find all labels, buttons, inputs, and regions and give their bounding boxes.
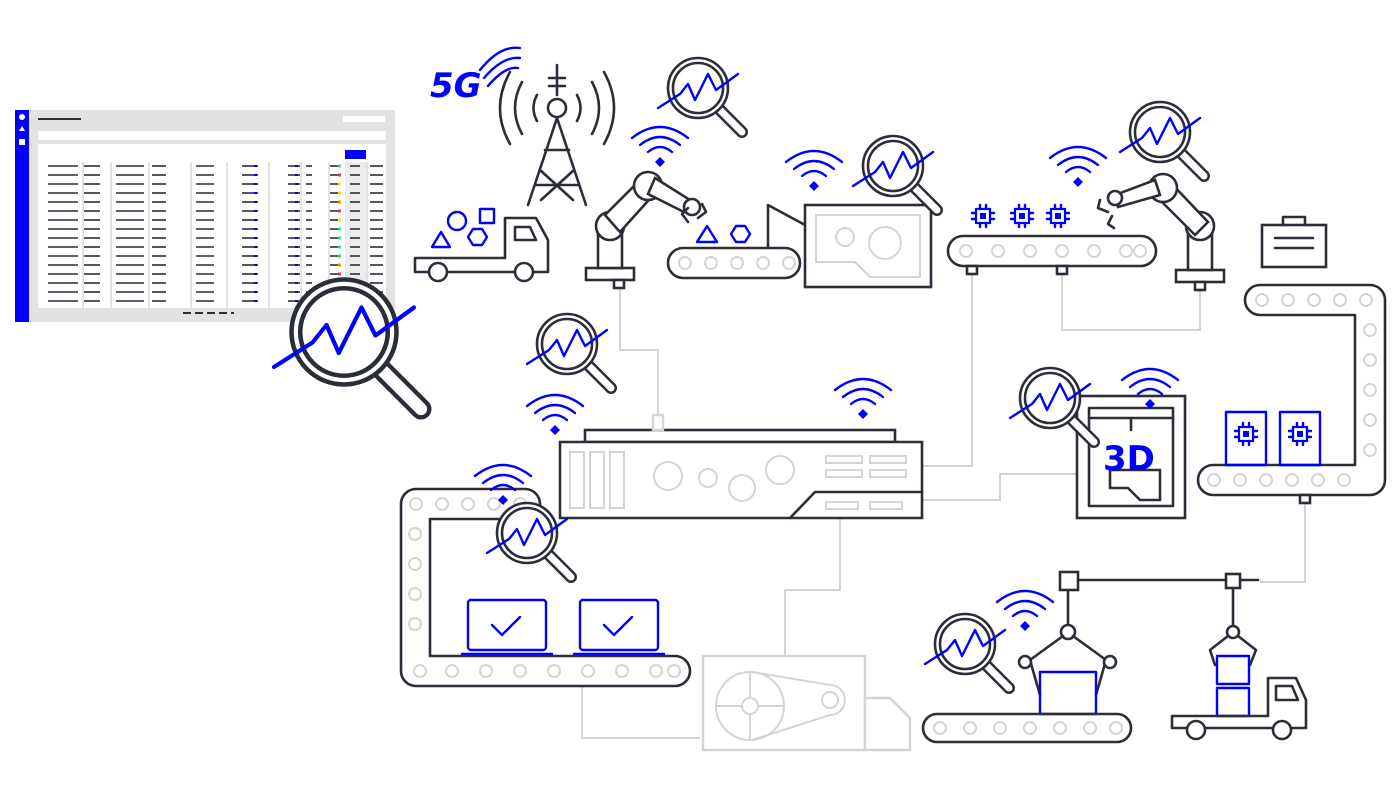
roller bbox=[409, 497, 423, 511]
central-control-server bbox=[558, 413, 924, 520]
magnifier-icon bbox=[658, 58, 742, 132]
roller bbox=[1119, 244, 1133, 258]
roller bbox=[1363, 413, 1377, 427]
magnifier-icon bbox=[925, 614, 1009, 688]
roller bbox=[1363, 353, 1377, 367]
magnifier-icon bbox=[1120, 102, 1204, 176]
supply-truck bbox=[413, 207, 550, 283]
roller bbox=[704, 256, 718, 270]
laptop bbox=[572, 598, 666, 656]
roller bbox=[730, 256, 744, 270]
status-dot bbox=[338, 227, 341, 231]
roller bbox=[1233, 473, 1247, 487]
roller bbox=[408, 617, 422, 631]
5g-label: 5G bbox=[430, 66, 482, 106]
roller bbox=[1109, 721, 1123, 735]
output-conveyor bbox=[921, 712, 1133, 744]
magnifier-icon bbox=[527, 314, 611, 388]
wifi-icon bbox=[833, 377, 893, 421]
roller bbox=[479, 664, 493, 678]
roller bbox=[408, 557, 422, 571]
5g-tower: 5G bbox=[430, 46, 616, 207]
roller bbox=[963, 721, 977, 735]
robot-arm bbox=[1096, 172, 1226, 292]
network-connectors bbox=[581, 268, 1306, 739]
roller bbox=[1023, 244, 1037, 258]
roller bbox=[1083, 721, 1097, 735]
chip-conveyor bbox=[946, 203, 1158, 276]
roller bbox=[435, 497, 449, 511]
laptop-conveyor bbox=[399, 487, 692, 688]
roller bbox=[408, 527, 422, 541]
roller bbox=[413, 664, 427, 678]
status-dot bbox=[338, 236, 341, 240]
processing-machine bbox=[766, 203, 933, 289]
roller bbox=[649, 664, 663, 678]
roller bbox=[993, 721, 1007, 735]
wifi-icon bbox=[630, 125, 690, 169]
roller bbox=[1337, 473, 1351, 487]
roller bbox=[1281, 293, 1295, 307]
wifi-icon bbox=[995, 589, 1055, 633]
status-dot bbox=[338, 173, 341, 177]
roller bbox=[513, 664, 527, 678]
roller bbox=[1363, 443, 1377, 457]
gantry-crane bbox=[1017, 570, 1260, 718]
magnifier-icon bbox=[853, 136, 937, 210]
status-dot bbox=[338, 209, 341, 213]
roller bbox=[487, 497, 501, 511]
roller bbox=[1359, 293, 1373, 307]
status-dot bbox=[338, 272, 341, 276]
status-dot bbox=[338, 200, 341, 204]
analytics-magnifiers bbox=[274, 58, 1204, 688]
roller bbox=[1363, 323, 1377, 337]
roller bbox=[1053, 721, 1067, 735]
status-dot bbox=[338, 254, 341, 258]
roller bbox=[461, 497, 475, 511]
status-dot bbox=[338, 191, 341, 195]
status-dot bbox=[338, 245, 341, 249]
roller bbox=[1363, 383, 1377, 397]
roller bbox=[1285, 473, 1299, 487]
roller bbox=[1023, 721, 1037, 735]
roller bbox=[756, 256, 770, 270]
robot-arm bbox=[584, 170, 708, 290]
roller bbox=[547, 664, 561, 678]
roller bbox=[1259, 473, 1273, 487]
status-dot bbox=[338, 218, 341, 222]
roller bbox=[1307, 293, 1321, 307]
packaging-conveyor bbox=[1196, 215, 1387, 505]
wifi-icon bbox=[784, 149, 844, 193]
status-dot bbox=[338, 182, 341, 186]
delivery-truck bbox=[1170, 676, 1308, 741]
motor-unit bbox=[701, 654, 912, 752]
roller bbox=[959, 244, 973, 258]
roller bbox=[408, 587, 422, 601]
roller bbox=[1087, 244, 1101, 258]
roller bbox=[1207, 473, 1221, 487]
roller bbox=[933, 721, 947, 735]
status-dot bbox=[338, 263, 341, 267]
roller bbox=[991, 244, 1005, 258]
roller bbox=[581, 664, 595, 678]
laptop bbox=[460, 598, 554, 656]
3d-printer: 3D bbox=[1075, 394, 1187, 520]
roller bbox=[782, 256, 796, 270]
roller bbox=[615, 664, 629, 678]
roller bbox=[1255, 293, 1269, 307]
status-dot bbox=[338, 164, 341, 168]
roller bbox=[1133, 244, 1147, 258]
conveyor-belt bbox=[666, 224, 802, 280]
wifi-icon bbox=[1048, 145, 1108, 189]
roller bbox=[667, 664, 681, 678]
roller bbox=[1055, 244, 1069, 258]
roller bbox=[445, 664, 459, 678]
dashboard-sidebar bbox=[15, 110, 29, 322]
magnifier-icon bbox=[487, 503, 571, 577]
wifi-icon bbox=[525, 393, 585, 437]
3d-label: 3D bbox=[1103, 439, 1155, 479]
roller bbox=[678, 256, 692, 270]
roller bbox=[1311, 473, 1325, 487]
roller bbox=[1333, 293, 1347, 307]
